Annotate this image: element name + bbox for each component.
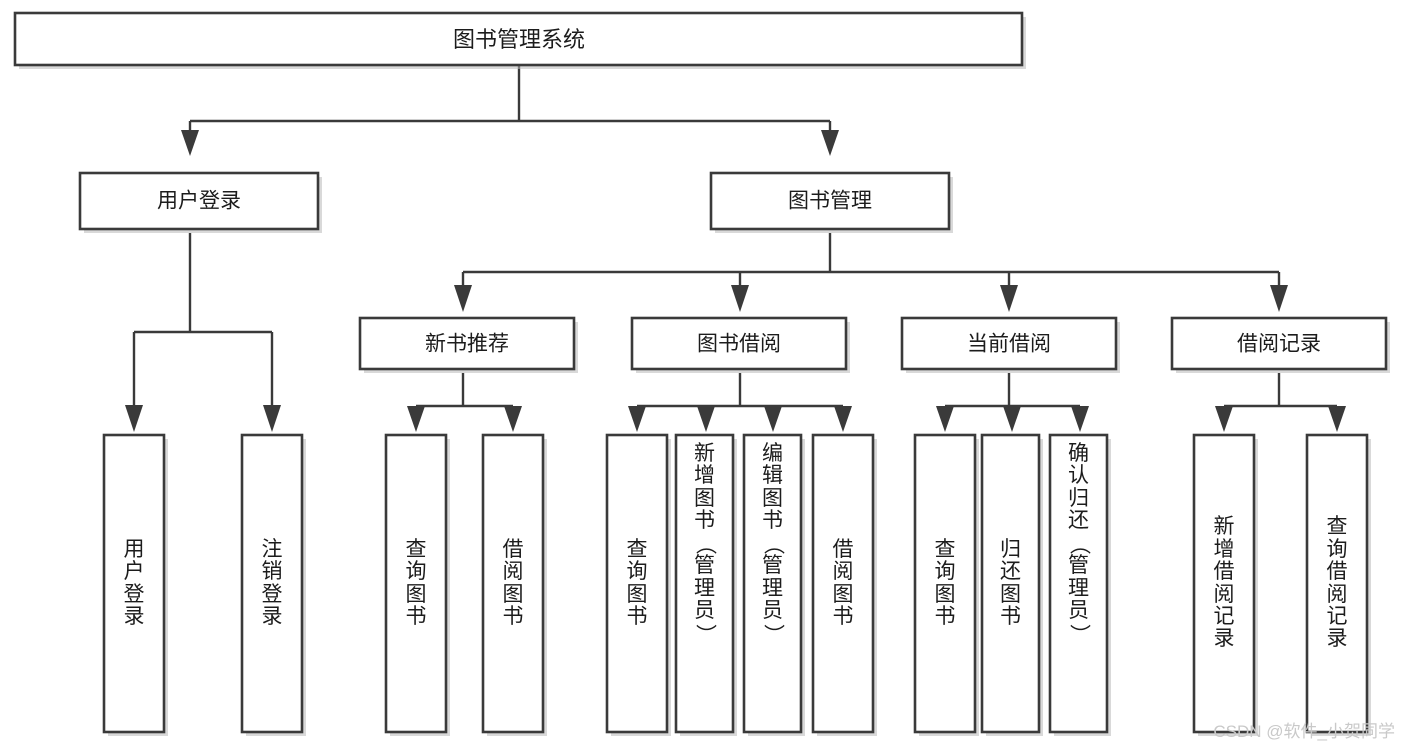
node-current-borrow[interactable]: 当前借阅	[900, 316, 1120, 373]
node-leaf-borrow-book-1[interactable]	[481, 433, 547, 736]
arrow-head-leaf-query-book-2	[628, 406, 646, 432]
node-book-manage-label: 图书管理	[788, 190, 872, 213]
node-new-book-recommend[interactable]: 新书推荐	[358, 316, 578, 373]
connector-group-current-borrow	[936, 373, 1089, 432]
node-leaf-logout-login[interactable]	[240, 433, 306, 736]
arrow-head-leaf-add-record	[1215, 406, 1233, 432]
arrow-head-leaf-logout-login	[263, 405, 281, 432]
node-leaf-add-book[interactable]	[674, 433, 737, 736]
node-leaf-query-record[interactable]	[1305, 433, 1371, 736]
node-book-borrow-label: 图书借阅	[697, 333, 781, 356]
node-leaf-edit-book[interactable]	[742, 433, 805, 736]
node-user-login[interactable]: 用户登录	[78, 171, 322, 233]
connector-group-new-book-recommend	[407, 373, 522, 432]
connector-group-book-borrow	[628, 373, 852, 432]
arrow-head-new-book-recommend	[454, 285, 472, 312]
node-leaf-user-login[interactable]	[102, 433, 168, 736]
arrow-head-user-login	[181, 130, 199, 156]
node-book-manage[interactable]: 图书管理	[709, 171, 953, 233]
arrow-head-leaf-query-book-3	[936, 406, 954, 432]
connector-group-book-manage	[454, 233, 1288, 312]
arrow-head-leaf-query-book-1	[407, 406, 425, 432]
node-leaf-add-record[interactable]	[1192, 433, 1258, 736]
arrow-head-current-borrow	[1000, 285, 1018, 312]
node-root[interactable]: 图书管理系统	[13, 11, 1026, 69]
node-leaf-confirm-return[interactable]	[1048, 433, 1111, 736]
arrow-head-book-manage	[821, 130, 839, 156]
arrow-head-leaf-query-record	[1328, 406, 1346, 432]
watermark: CSDN @软件_小贺同学	[1213, 722, 1395, 741]
node-new-book-recommend-label: 新书推荐	[425, 333, 509, 356]
node-current-borrow-label: 当前借阅	[967, 333, 1051, 356]
connector-group-borrow-record	[1215, 373, 1346, 432]
node-borrow-record[interactable]: 借阅记录	[1170, 316, 1390, 373]
arrow-head-leaf-confirm-return	[1071, 406, 1089, 432]
arrow-head-borrow-record	[1270, 285, 1288, 312]
node-leaf-return-book[interactable]	[980, 433, 1043, 736]
node-leaf-query-book-1[interactable]	[384, 433, 450, 736]
node-root-label: 图书管理系统	[453, 27, 585, 52]
node-user-login-label: 用户登录	[157, 190, 241, 213]
connector-group-root	[181, 66, 839, 156]
node-borrow-record-label: 借阅记录	[1237, 333, 1321, 356]
arrow-head-leaf-borrow-book-1	[504, 406, 522, 432]
arrow-head-leaf-add-book	[697, 406, 715, 432]
node-book-borrow[interactable]: 图书借阅	[630, 316, 850, 373]
arrow-head-leaf-borrow-book-2	[834, 406, 852, 432]
arrow-head-leaf-edit-book	[764, 406, 782, 432]
node-leaf-query-book-2[interactable]	[605, 433, 671, 736]
node-leaf-borrow-book-2[interactable]	[811, 433, 877, 736]
arrow-head-leaf-return-book	[1003, 406, 1021, 432]
arrow-head-leaf-user-login	[125, 405, 143, 432]
connector-group-user-login	[125, 233, 281, 432]
arrow-head-book-borrow	[731, 285, 749, 312]
node-leaf-query-book-3[interactable]	[913, 433, 979, 736]
